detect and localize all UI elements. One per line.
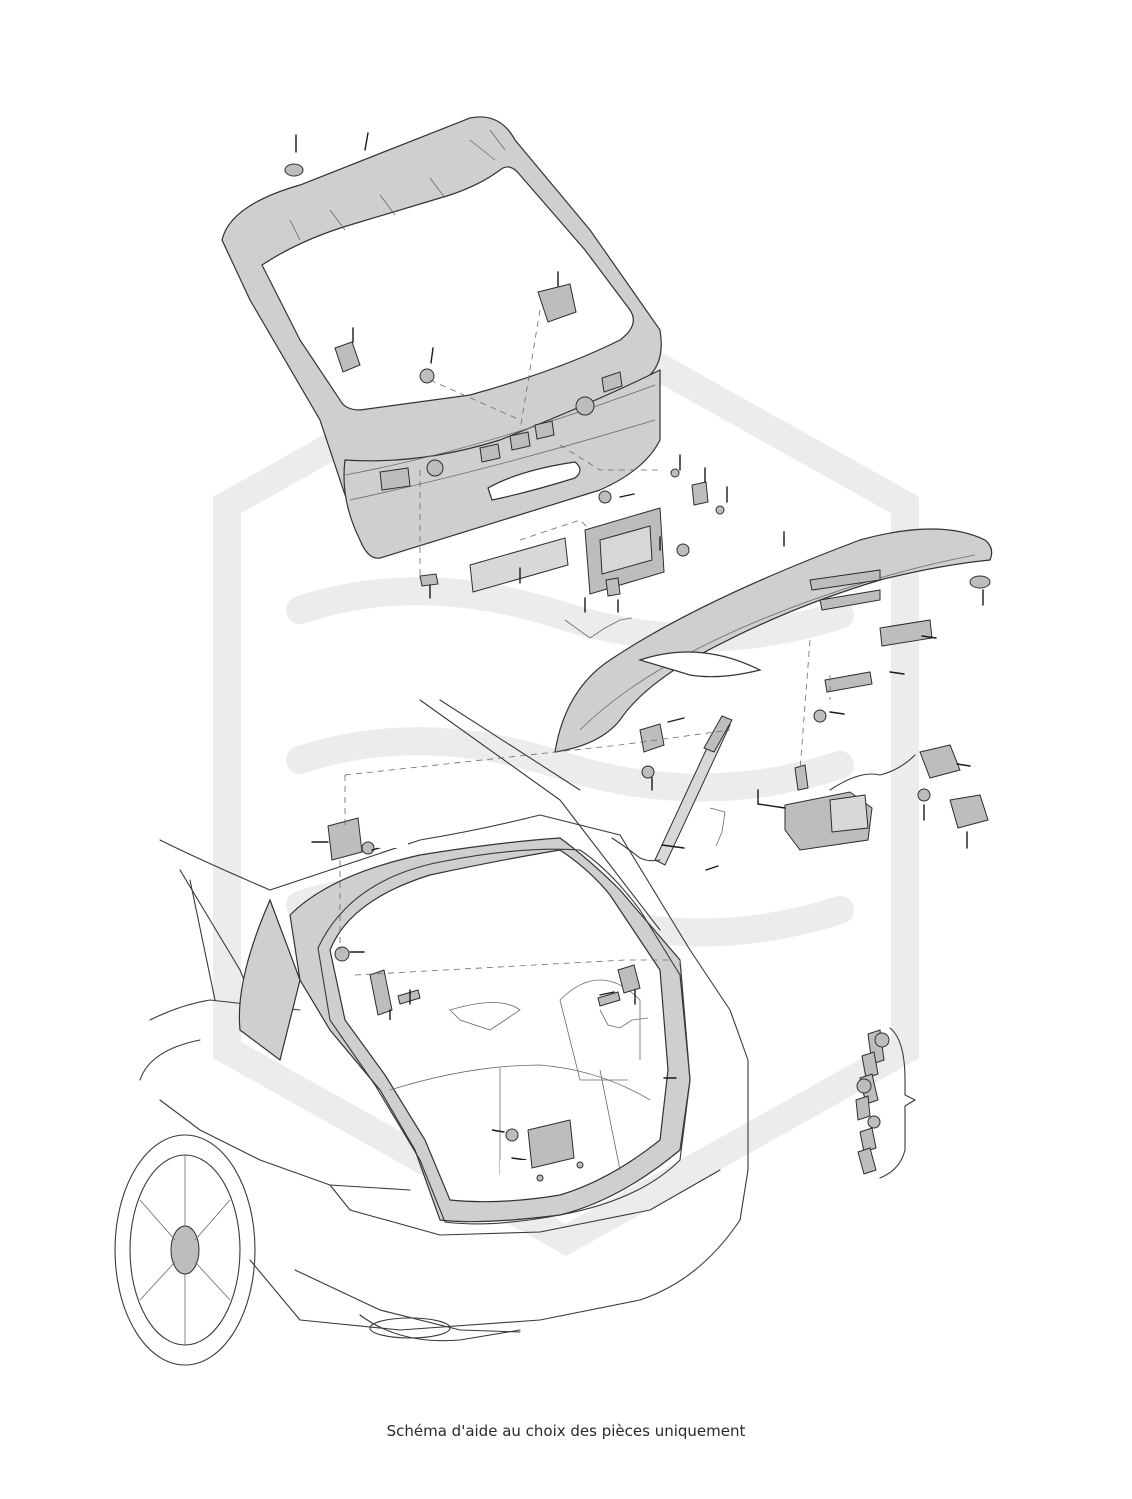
car-body [139, 699, 749, 1342]
assembly-lines [339, 309, 831, 976]
tailgate-frame [221, 116, 662, 559]
label-covers [368, 826, 658, 1178]
screw-set [855, 1027, 916, 1179]
caption: Schéma d'aide au choix des pièces unique… [386, 1422, 746, 1440]
tailgate-small-parts [284, 163, 725, 597]
spoiler-trim [554, 528, 993, 753]
lock-motor-parts [611, 709, 989, 866]
body-fasteners [327, 817, 641, 1182]
leader-lines [295, 132, 984, 1161]
wheel [114, 1134, 256, 1366]
